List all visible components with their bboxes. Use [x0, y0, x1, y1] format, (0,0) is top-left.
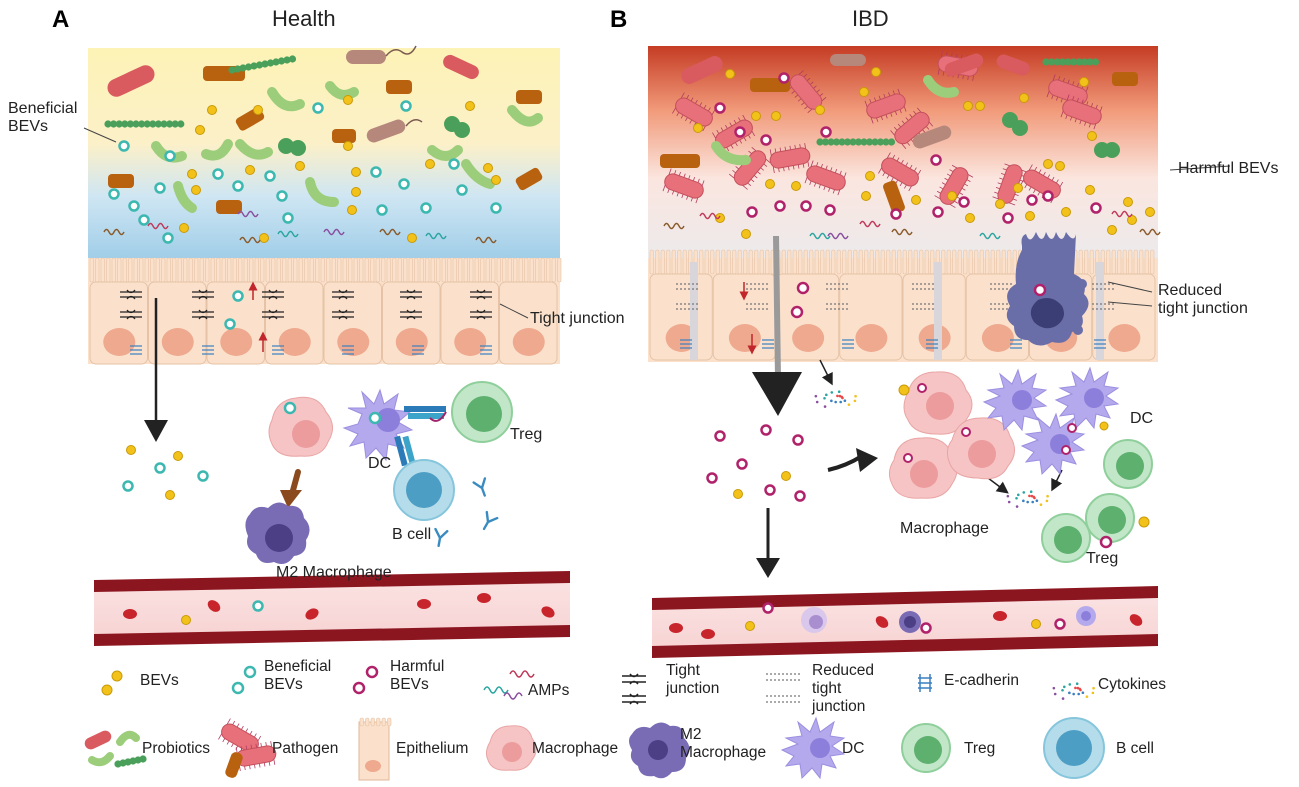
legend-beneficial-line2: BEVs — [264, 675, 303, 693]
lumen-ibd — [648, 46, 1158, 260]
legend-beneficial: Beneficial BEVs — [264, 658, 331, 694]
legend-reduced-line1: Reduced — [812, 662, 875, 679]
amps-a — [103, 210, 497, 244]
panel-a-title: Health — [272, 6, 336, 31]
legend-m2: M2 Macrophage — [680, 726, 766, 762]
cytokines-b — [814, 390, 1049, 508]
b-cell-label-a: B cell — [392, 526, 432, 543]
legend-reduced-line2: tight — [812, 679, 842, 697]
dc-label-a: DC — [368, 455, 392, 472]
bevs-lumen-a — [108, 95, 502, 244]
m2-macrophage-a — [245, 502, 310, 564]
dc-label-b: DC — [1130, 410, 1154, 427]
legend-macrophage: Macrophage — [532, 740, 619, 757]
antibodies-a — [434, 477, 499, 548]
microvilli-b — [649, 249, 1155, 275]
legend-epithelium: Epithelium — [396, 740, 469, 757]
legend-m2-line1: M2 — [680, 726, 702, 743]
panel-a-health — [83, 45, 570, 646]
panel-a-letter: A — [52, 6, 70, 33]
legend-icons — [84, 665, 1105, 781]
treg-label-b: Treg — [1086, 550, 1119, 567]
legend-reduced-tj: Reduced tight junction — [812, 662, 874, 715]
epithelial-cells-a — [89, 281, 558, 365]
beneficial-bevs-label: Beneficial BEVs — [8, 100, 77, 137]
tight-junctions-a — [120, 289, 492, 355]
legend-b-cell: B cell — [1116, 740, 1154, 757]
legend-reduced-line3: junction — [812, 697, 866, 715]
legend-ecadherin: E-cadherin — [944, 672, 1019, 689]
legend-dc: DC — [842, 740, 865, 757]
legend-tight-line2: junction — [666, 679, 720, 697]
reduced-tj-label: Reduced tight junction — [1158, 282, 1248, 319]
legend-tight-junction: Tight junction — [666, 662, 719, 698]
panel-b-ibd — [648, 46, 1231, 658]
tight-junction-label: Tight junction — [530, 310, 625, 327]
harmful-bevs-label: Harmful BEVs — [1178, 160, 1279, 177]
arrow-down-b — [773, 235, 781, 379]
legend-cytokines: Cytokines — [1098, 676, 1167, 693]
bevs-lamina-a — [122, 445, 209, 500]
b-cell-a — [393, 459, 455, 521]
tregs-b — [898, 384, 1153, 563]
reduced-tj-label-line1: Reduced — [1158, 282, 1223, 299]
legend-harmful-line2: BEVs — [390, 675, 429, 693]
bevs-lumen-b — [693, 67, 1155, 239]
dc-a — [342, 388, 447, 467]
legend-bevs: BEVs — [140, 672, 179, 689]
legend-pathogen: Pathogen — [272, 740, 339, 757]
legend-probiotics: Probiotics — [142, 740, 211, 757]
legend-amps: AMPs — [528, 682, 570, 699]
epithelium-a — [88, 257, 562, 365]
damaged-epithelial-cell — [1006, 232, 1089, 346]
reduced-tj-label-line2: tight junction — [1158, 300, 1248, 318]
beneficial-bevs-label-line1: Beneficial — [8, 100, 78, 117]
panel-b-letter: B — [610, 6, 628, 33]
dcs-b — [982, 366, 1120, 476]
treg-label-a: Treg — [510, 426, 543, 443]
legend-treg: Treg — [964, 740, 996, 757]
amps-b — [663, 210, 1161, 240]
beneficial-bevs-label-line2: BEVs — [8, 118, 49, 136]
m2-macrophage-label-a: M2 Macrophage — [276, 564, 392, 581]
blood-vessel-a — [94, 571, 570, 646]
macrophage-label-b: Macrophage — [900, 520, 989, 537]
legend-harmful-line1: Harmful — [390, 658, 445, 675]
legend-beneficial-line1: Beneficial — [264, 658, 332, 675]
panel-b-title: IBD — [852, 6, 889, 31]
legend-harmful: Harmful BEVs — [390, 658, 444, 694]
macrophage-a — [268, 396, 333, 457]
bevs-lamina-b — [706, 424, 806, 502]
macrophages-b — [888, 371, 1015, 499]
legend-tight-line1: Tight — [666, 662, 700, 679]
probiotic-bacteria-a — [104, 45, 543, 214]
blood-vessel-b — [652, 586, 1158, 658]
treg-a — [451, 381, 513, 443]
reduced-tight-junctions-b — [676, 283, 1114, 349]
legend-m2-line2: Macrophage — [680, 743, 767, 761]
